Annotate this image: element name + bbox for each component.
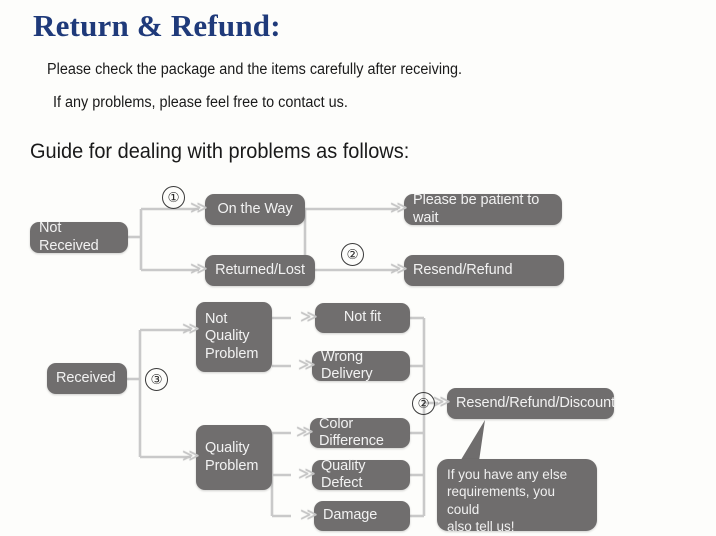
- arrow-to-wrong-delivery-icon: ≫: [298, 355, 316, 375]
- node-color-difference[interactable]: Color Difference: [310, 416, 410, 449]
- node-not-quality-problem[interactable]: Not Quality Problem: [196, 302, 272, 372]
- node-wrong-delivery[interactable]: Wrong Delivery: [312, 349, 410, 382]
- arrow-to-returned-lost-icon: ≫: [190, 259, 208, 279]
- step-marker-2-top: ②: [341, 243, 364, 266]
- node-quality-problem[interactable]: Quality Problem: [196, 425, 272, 490]
- callout-bubble: If you have any else requirements, you c…: [437, 459, 597, 534]
- guide-heading: Guide for dealing with problems as follo…: [30, 140, 410, 163]
- arrow-to-on-the-way-icon: ≫: [190, 198, 208, 218]
- arrow-to-please-be-patient-icon: ≫: [390, 198, 408, 218]
- page-title: Return & Refund:: [33, 8, 281, 43]
- arrow-to-quality-problem-icon: ≫: [182, 446, 200, 466]
- step-marker-1: ①: [162, 186, 185, 209]
- arrow-to-color-difference-icon: ≫: [296, 422, 314, 442]
- node-returned-lost[interactable]: Returned/Lost: [205, 255, 315, 286]
- node-resend-refund-discount[interactable]: Resend/Refund/Discount: [447, 388, 615, 419]
- arrow-to-not-fit-icon: ≫: [300, 307, 318, 327]
- node-received[interactable]: Received: [47, 363, 127, 394]
- intro-line-1: Please check the package and the items c…: [47, 61, 463, 78]
- node-not-received[interactable]: Not Received: [30, 220, 128, 254]
- node-please-be-patient-to-wait[interactable]: Please be patient to wait: [404, 192, 562, 226]
- arrow-to-quality-defect-icon: ≫: [298, 464, 316, 484]
- node-damage[interactable]: Damage: [314, 501, 410, 531]
- node-not-fit[interactable]: Not fit: [315, 303, 410, 333]
- intro-line-2: If any problems, please feel free to con…: [53, 94, 348, 111]
- arrow-to-resend-refund-discount-icon: ≫: [433, 392, 451, 412]
- step-marker-2-bottom: ②: [412, 392, 435, 415]
- arrow-to-damage-icon: ≫: [300, 505, 318, 525]
- callout-tail-icon: [456, 420, 485, 468]
- arrow-to-not-quality-problem-icon: ≫: [182, 319, 200, 339]
- node-resend-refund[interactable]: Resend/Refund: [404, 255, 564, 286]
- node-on-the-way[interactable]: On the Way: [205, 194, 305, 225]
- node-quality-defect[interactable]: Quality Defect: [312, 458, 410, 491]
- step-marker-3: ③: [145, 368, 168, 391]
- arrow-to-resend-refund-icon: ≫: [390, 259, 408, 279]
